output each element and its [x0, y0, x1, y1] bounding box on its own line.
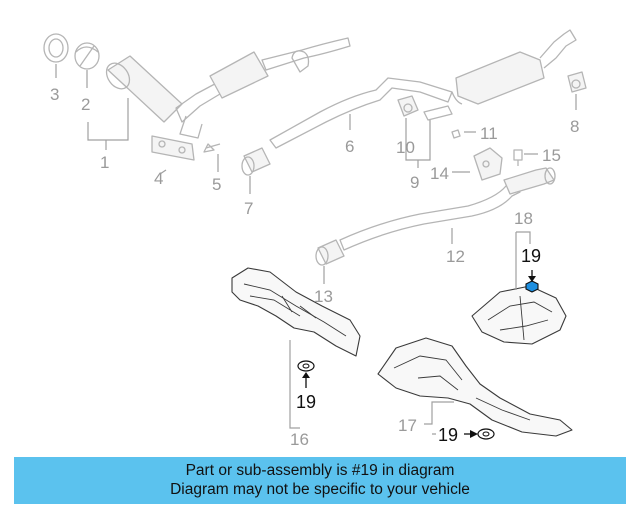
leader-18	[515, 231, 531, 290]
callout-1: 1	[100, 153, 109, 172]
part-15-bolt[interactable]	[513, 149, 523, 166]
part-13-clamp[interactable]	[315, 239, 345, 266]
leader-16	[289, 340, 300, 429]
callout-18: 18	[514, 209, 533, 228]
part-3-gasket[interactable]	[43, 33, 69, 63]
callout-17: 17	[398, 416, 417, 435]
callout-7: 7	[244, 199, 253, 218]
part-17-heat-shield[interactable]	[377, 337, 573, 437]
callout-16: 16	[290, 430, 309, 449]
part-14-bracket[interactable]	[473, 147, 503, 181]
part-muffler[interactable]	[451, 29, 577, 105]
leader-17	[424, 401, 454, 435]
banner-line-2: Diagram may not be specific to your vehi…	[170, 481, 470, 498]
callout-10: 10	[396, 138, 415, 157]
part-4-bracket[interactable]	[151, 135, 195, 161]
callout-4: 4	[154, 169, 163, 188]
callout-19-a: 19	[296, 392, 316, 412]
callout-9: 9	[410, 173, 419, 192]
part-2-clamp[interactable]	[74, 42, 100, 70]
callout-3: 3	[50, 85, 59, 104]
part-8-hanger[interactable]	[567, 71, 587, 93]
callout-14: 14	[430, 164, 449, 183]
leader-4	[159, 169, 167, 175]
callout-19-c: 19	[438, 425, 458, 445]
callout-2: 2	[81, 95, 90, 114]
callout-13: 13	[314, 287, 333, 306]
part-19-nut-c[interactable]	[477, 428, 495, 440]
leader-9-10	[405, 118, 431, 168]
part-11-bolt[interactable]	[423, 105, 461, 139]
callout-12: 12	[446, 247, 465, 266]
part-5-bolt[interactable]	[203, 143, 221, 153]
arrow-19-b	[528, 276, 536, 282]
callout-5: 5	[212, 175, 221, 194]
part-19-nut-a[interactable]	[297, 360, 315, 372]
callout-6: 6	[345, 137, 354, 156]
part-16-heat-shield[interactable]	[231, 267, 361, 357]
part-10-rubber-mount[interactable]	[397, 95, 419, 117]
part-6-intermediate-pipe[interactable]	[269, 77, 453, 149]
part-19-nut-b[interactable]	[525, 280, 539, 293]
part-7-clamp[interactable]	[241, 147, 271, 176]
part-12-tail-pipe[interactable]	[339, 167, 556, 251]
exhaust-parts-diagram: 3 2 1 4 5 7 6	[43, 29, 587, 449]
callout-19-b: 19	[521, 246, 541, 266]
arrow-19-c	[470, 430, 478, 438]
info-banner: Part or sub-assembly is #19 in diagram D…	[14, 457, 626, 504]
banner-line-1: Part or sub-assembly is #19 in diagram	[185, 462, 455, 479]
callout-15: 15	[542, 146, 561, 165]
leader-1	[87, 98, 129, 150]
part-18-heat-shield[interactable]	[471, 285, 567, 345]
arrow-19-a	[302, 372, 310, 378]
callout-11: 11	[480, 124, 498, 143]
callout-8: 8	[570, 117, 579, 136]
part-1-catalytic-converter[interactable]	[102, 37, 351, 139]
